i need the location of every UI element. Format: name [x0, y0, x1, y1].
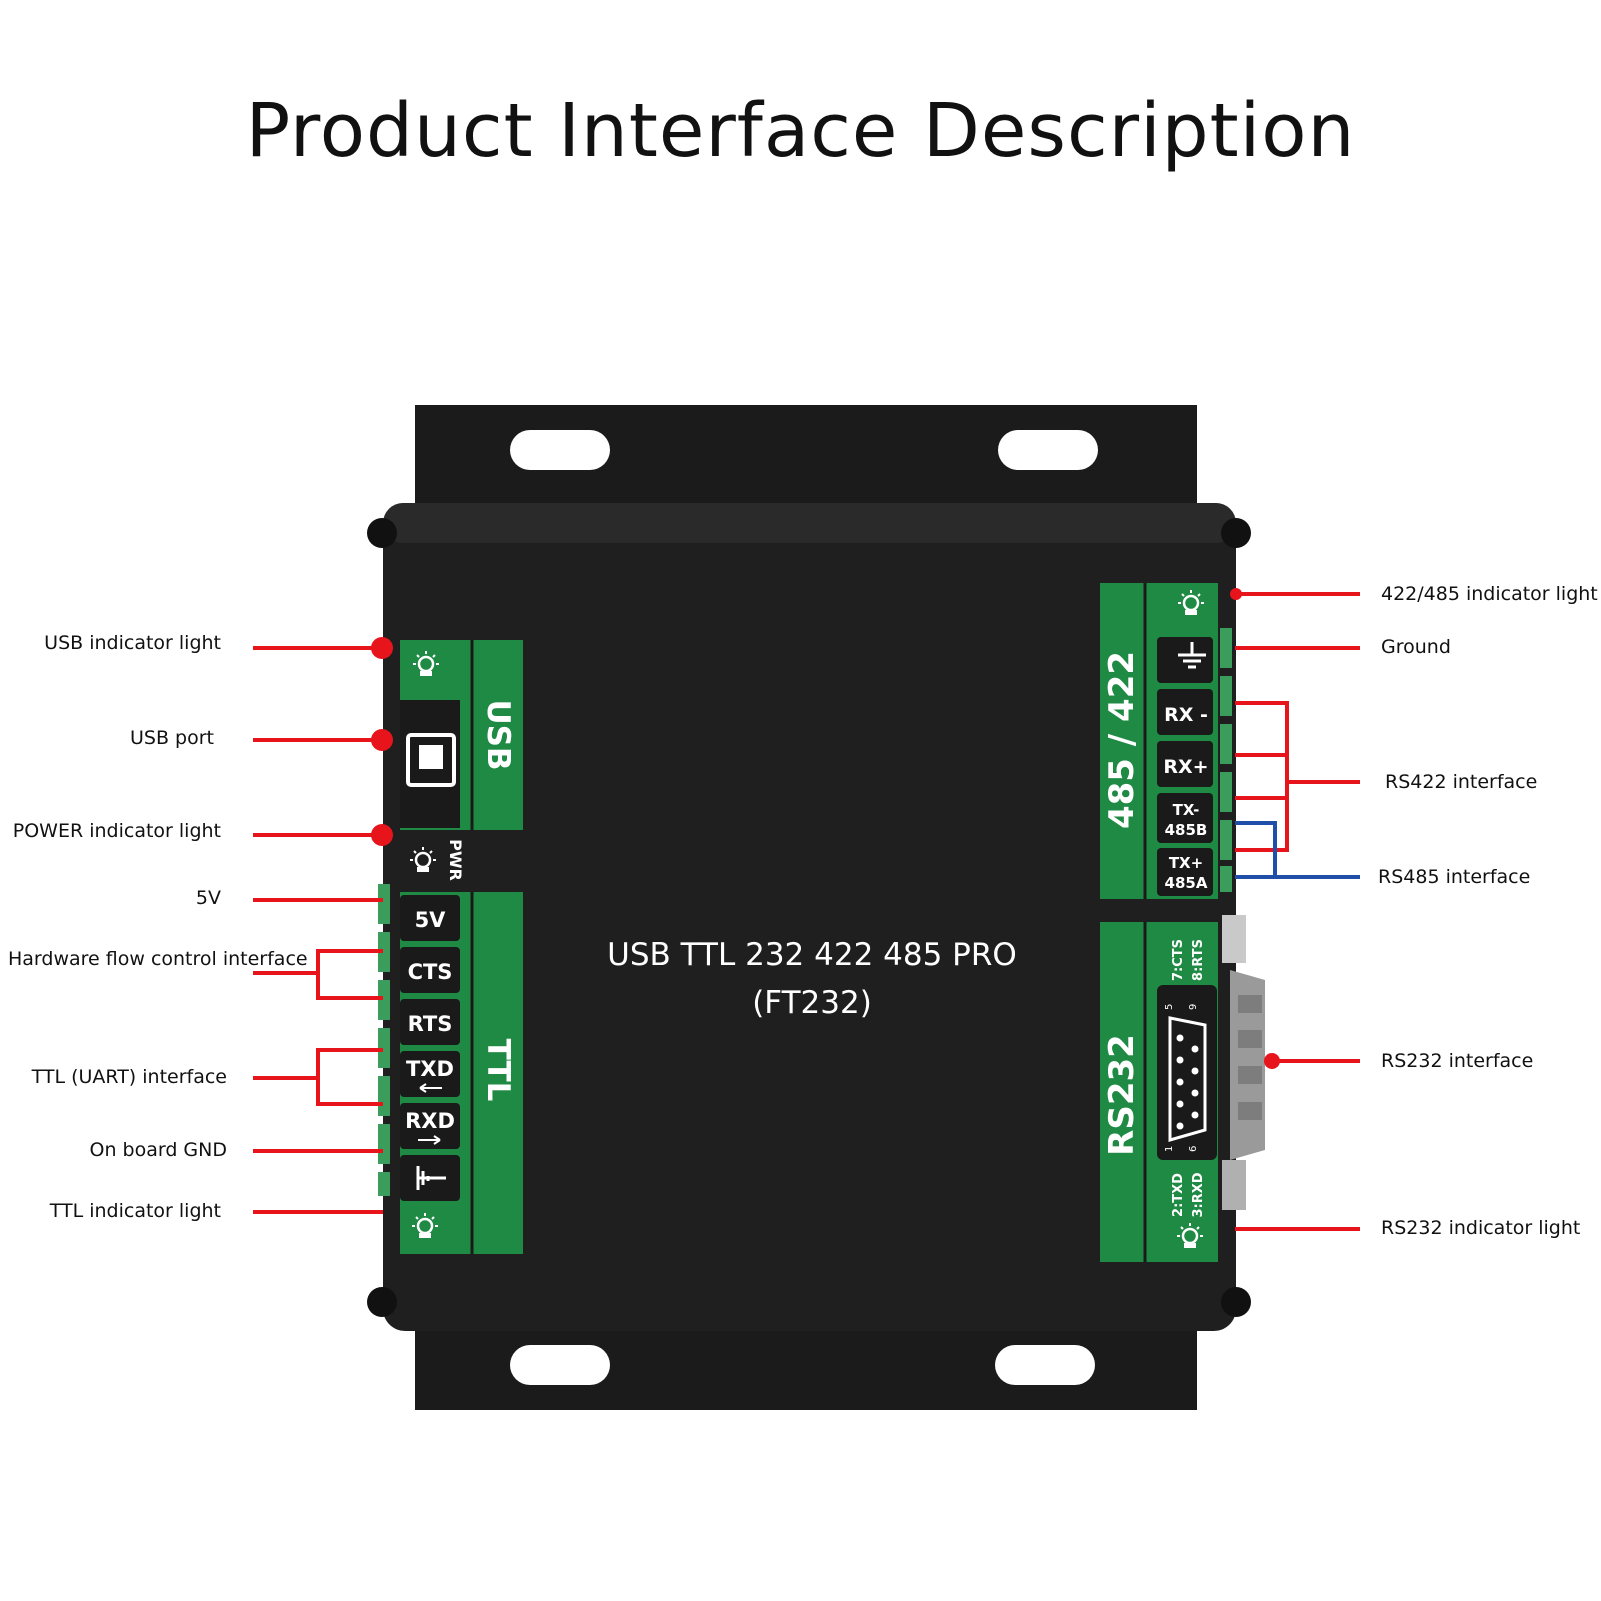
db9-icon — [1168, 1016, 1207, 1142]
model-name: USB TTL 232 422 485 PRO — [607, 937, 1017, 973]
callouts-blue — [1235, 821, 1360, 879]
label-rs422-interface: RS422 interface — [1385, 771, 1538, 793]
pin-rxd — [400, 1103, 460, 1149]
label-onboard-gnd: On board GND — [89, 1139, 227, 1161]
callouts-left — [253, 646, 383, 1214]
usb-section-label: USB — [480, 699, 516, 770]
rs232-pin3-label: 3:RXD — [1191, 1172, 1206, 1217]
mount-hole — [510, 430, 610, 470]
pin-tx-plus — [1157, 848, 1213, 896]
rs485-section-label: 485 / 422 — [1102, 651, 1142, 829]
db9-num-6: 6 — [1188, 1146, 1199, 1152]
label-rs485-interface: RS485 interface — [1378, 866, 1531, 888]
pin-tx-minus-label: TX- — [1173, 801, 1200, 819]
pwr-area: PWR — [408, 839, 465, 881]
page-title: Product Interface Description — [245, 88, 1356, 174]
db9-pins — [1176, 1034, 1199, 1130]
pin-rts — [400, 999, 460, 1045]
mount-hole — [998, 430, 1098, 470]
arrow-right-icon — [418, 1135, 441, 1145]
pin-tx-plus-label: TX+ — [1169, 854, 1203, 872]
pin-rx-plus-label: RX+ — [1163, 756, 1208, 778]
label-5v: 5V — [195, 887, 221, 909]
pin-485a-label: 485A — [1165, 874, 1208, 892]
pin-rx-minus — [1157, 689, 1213, 735]
label-usb-indicator: USB indicator light — [44, 632, 221, 654]
db9-num-5: 5 — [1164, 1004, 1175, 1010]
rs485-panel: 485 / 422 RX - RX+ TX- 485B TX+ 485A — [1100, 583, 1218, 899]
mount-hole — [995, 1345, 1095, 1385]
label-power-indicator: POWER indicator light — [12, 820, 221, 842]
pwr-label: PWR — [446, 839, 465, 881]
rs232-pin2-label: 2:TXD — [1171, 1173, 1186, 1217]
usb-panel: USB — [400, 640, 523, 830]
pin-rxd-label: RXD — [405, 1109, 455, 1133]
pin-rx-plus — [1157, 741, 1213, 787]
label-hardware-flow: Hardware flow control interface — [8, 948, 308, 970]
label-ttl-indicator: TTL indicator light — [49, 1200, 221, 1222]
db9-metal-shell — [1222, 915, 1265, 1210]
mount-hole — [510, 1345, 610, 1385]
pin-5v-label: 5V — [415, 908, 447, 932]
pin-tx-minus — [1157, 793, 1213, 843]
callout-dots-left — [371, 637, 393, 846]
rs232-pin8-label: 8:RTS — [1191, 939, 1206, 981]
callout-dots-right — [1230, 588, 1280, 1069]
ttl-section-label: TTL — [480, 1039, 516, 1102]
pin-txd-label: TXD — [406, 1057, 454, 1081]
db9-num-1: 1 — [1164, 1146, 1175, 1152]
label-ttl-uart: TTL (UART) interface — [31, 1066, 227, 1088]
db9-connector — [1157, 985, 1217, 1160]
ttl-panel: TTL 5V CTS RTS TXD RXD — [400, 892, 523, 1254]
pin-cts-label: CTS — [408, 960, 453, 984]
rs232-section-label: RS232 — [1102, 1034, 1142, 1156]
label-usb-port: USB port — [130, 727, 214, 749]
rs232-panel: RS232 7:CTS 8:RTS 2:TXD 3:RXD 5 9 1 6 — [1100, 922, 1218, 1262]
pin-5v — [400, 895, 460, 941]
ground-icon — [1178, 642, 1206, 669]
callouts-right — [1235, 592, 1360, 1231]
label-rs232-interface: RS232 interface — [1381, 1050, 1534, 1072]
right-terminal-block — [1220, 628, 1232, 892]
pin-rx-minus-label: RX - — [1164, 704, 1208, 726]
label-rs232-indicator: RS232 indicator light — [1381, 1217, 1581, 1239]
pin-txd — [400, 1051, 460, 1097]
ground-icon — [416, 1166, 446, 1190]
pin-rts-label: RTS — [408, 1012, 453, 1036]
pin-cts — [400, 947, 460, 993]
usb-b-icon — [406, 733, 456, 787]
pin-485b-label: 485B — [1165, 821, 1208, 839]
device-body — [383, 503, 1236, 1331]
db9-num-9: 9 — [1188, 1004, 1199, 1010]
rs232-pin7-label: 7:CTS — [1171, 939, 1186, 981]
model-chip: (FT232) — [752, 985, 872, 1021]
label-rs485-indicator: 422/485 indicator light — [1381, 583, 1598, 605]
left-terminal-block — [378, 884, 390, 1196]
label-ground: Ground — [1381, 636, 1451, 658]
arrow-left-icon — [419, 1083, 442, 1093]
